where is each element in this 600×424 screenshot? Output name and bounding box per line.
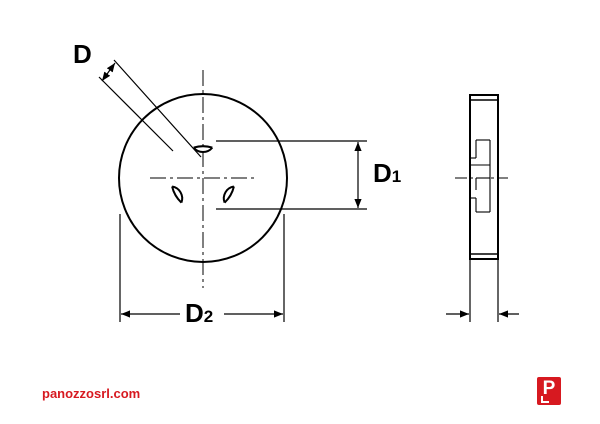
- side-body: [469, 94, 499, 260]
- label-d1: D1: [373, 158, 401, 188]
- label-d2-sub: 2: [204, 307, 213, 326]
- label-d: D: [73, 39, 92, 69]
- dimension-d1: [216, 140, 367, 210]
- label-d2: D2: [185, 298, 213, 328]
- label-d1-sub: 1: [392, 167, 401, 186]
- dimension-thickness: [446, 259, 519, 322]
- brand-logo-letter: P: [542, 378, 556, 399]
- website-link[interactable]: panozzosrl.com: [42, 386, 141, 401]
- dimension-d: [98, 59, 202, 158]
- dimension-d2: [119, 214, 285, 322]
- label-d2-main: D: [185, 298, 204, 328]
- washer-outer-circle: [118, 93, 288, 263]
- brand-logo-hook-icon: [541, 396, 549, 403]
- label-d1-main: D: [373, 158, 392, 188]
- washer-inner-hole: [171, 145, 235, 204]
- side-hidden-lines: [470, 139, 491, 213]
- front-view: [98, 59, 367, 322]
- brand-logo: P: [537, 377, 561, 405]
- side-view: [446, 94, 519, 322]
